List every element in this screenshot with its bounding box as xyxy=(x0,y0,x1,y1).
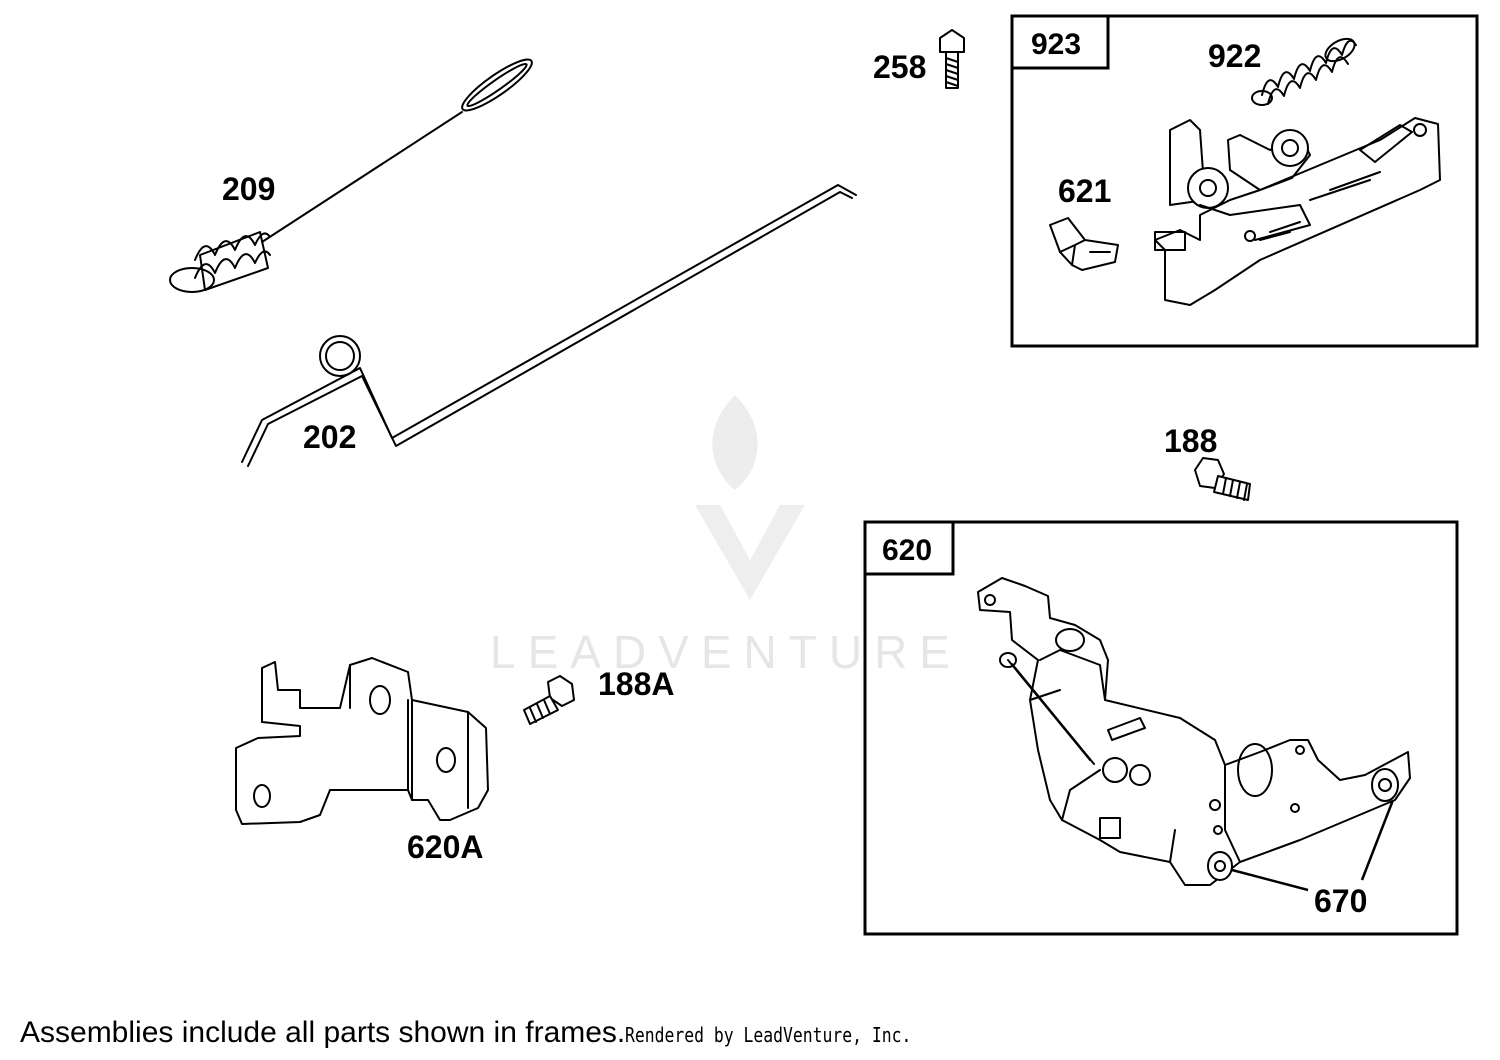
screw-258-drawing xyxy=(939,29,965,89)
clip-621-drawing xyxy=(1049,217,1119,271)
rod-202-drawing xyxy=(241,184,857,467)
label-258: 258 xyxy=(873,49,926,85)
watermark-text: LEADVENTURE xyxy=(490,626,962,678)
footer-note: Assemblies include all parts shown in fr… xyxy=(20,1016,626,1049)
frame-label-923: 923 xyxy=(1031,28,1081,61)
watermark-logo xyxy=(695,395,805,600)
footer: Assemblies include all parts shown in fr… xyxy=(20,1016,974,1050)
leader-670-a xyxy=(1231,868,1309,892)
label-670: 670 xyxy=(1314,883,1367,919)
spring-922-drawing xyxy=(1251,37,1357,106)
frame-923 xyxy=(1010,14,1479,348)
label-209: 209 xyxy=(222,171,275,207)
bracket-620a-drawing xyxy=(235,657,489,825)
label-621: 621 xyxy=(1058,173,1111,209)
label-188: 188 xyxy=(1164,423,1217,459)
label-620a: 620A xyxy=(407,829,484,865)
screw-188-drawing xyxy=(1194,457,1251,501)
frame-620-tab xyxy=(863,520,955,576)
frame-620 xyxy=(863,520,1459,936)
frame-label-620: 620 xyxy=(882,534,932,567)
leader-670-b xyxy=(1360,799,1395,881)
label-202: 202 xyxy=(303,419,356,455)
frame-923-tab xyxy=(1010,14,1110,70)
spring-209-drawing xyxy=(169,58,533,293)
control-plate-620-drawing xyxy=(977,577,1411,886)
label-188a: 188A xyxy=(598,666,675,702)
label-922: 922 xyxy=(1208,38,1261,74)
footer-credit: Rendered by LeadVenture, Inc. xyxy=(625,1023,912,1047)
control-plate-923-drawing xyxy=(1154,117,1441,306)
screw-188a-drawing xyxy=(523,675,575,725)
